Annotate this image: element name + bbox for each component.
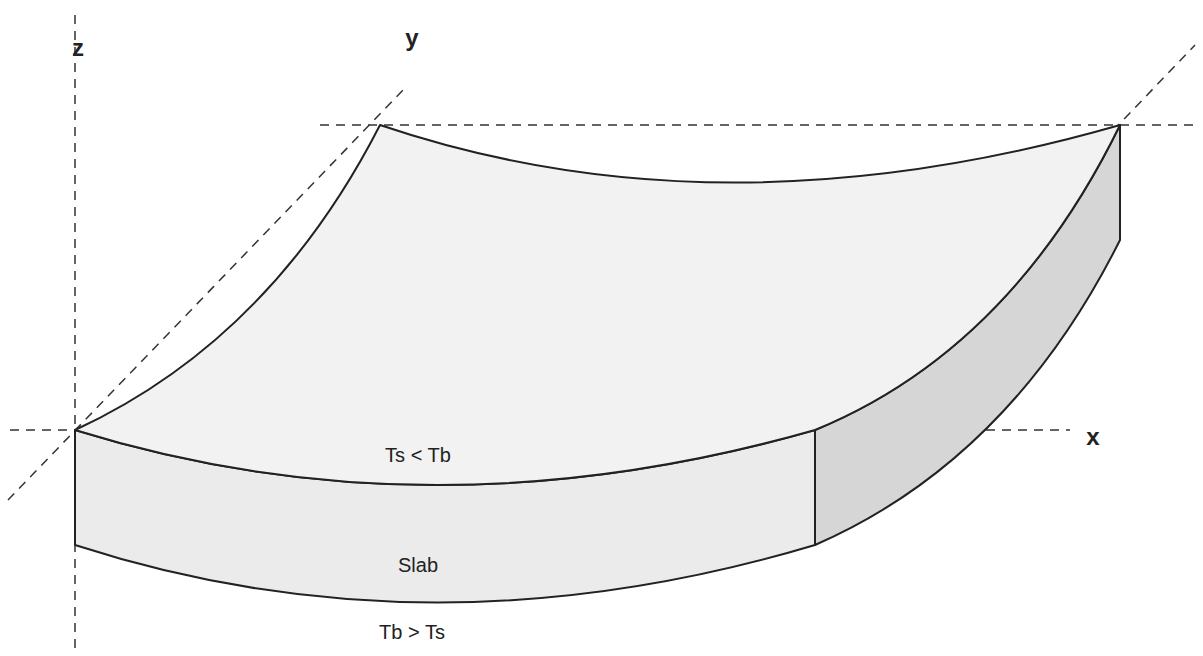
- z-axis: [74, 15, 76, 650]
- axis-name: x: [1086, 425, 1099, 449]
- axis-lines: [8, 15, 1200, 650]
- temperature-note: Ts < Tb: [385, 445, 451, 465]
- part-name: Slab: [398, 555, 438, 575]
- slab: [75, 125, 1120, 603]
- axis-name: z: [72, 36, 84, 60]
- temperature-note: Tb > Ts: [379, 622, 445, 642]
- slab-top-surface: [75, 125, 1120, 485]
- reference-line: [320, 124, 1200, 126]
- axis-name: y: [405, 26, 418, 50]
